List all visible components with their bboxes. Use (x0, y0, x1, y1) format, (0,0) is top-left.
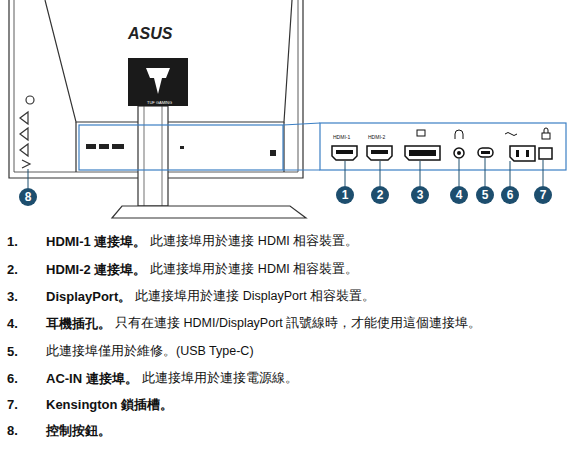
callout-number: 3 (411, 186, 429, 204)
port-name: HDMI-2 (368, 135, 385, 141)
item-description: 只有在連接 HDMI/DisplayPort 訊號線時，才能使用這個連接埠。 (115, 317, 481, 331)
item-title: 控制按鈕。 (46, 424, 111, 438)
callout-number: 4 (450, 186, 468, 204)
callout-number: 8 (19, 188, 37, 206)
brand-logo: ASUS (128, 25, 172, 43)
item-number: 6. (7, 372, 18, 386)
item-title: HDMI-2 連接埠。 (46, 263, 146, 277)
item-title: 耳機插孔。 (46, 317, 111, 331)
item-description: 此連接埠用於連接電源線。 (142, 372, 298, 386)
callout-text: 7 (540, 189, 547, 201)
item-description: 此連接埠用於連接 DisplayPort 相容裝置。 (135, 290, 375, 304)
item-description: 此連接埠用於連接 HDMI 相容裝置。 (150, 235, 358, 249)
item-description: 此連接埠僅用於維修。(USB Type-C) (46, 345, 254, 359)
item-number: 1. (7, 235, 18, 249)
callout-text: 1 (342, 189, 349, 201)
item-title: DisplayPort。 (46, 290, 131, 304)
callout-text: 4 (456, 189, 463, 201)
callout-number: 7 (534, 186, 552, 204)
item-number: 5. (7, 345, 18, 359)
item-number: 8. (7, 424, 18, 438)
item-title: AC-IN 連接埠。 (46, 372, 138, 386)
callout-number: 2 (371, 186, 389, 204)
logo-text: TUF GAMING (147, 101, 172, 105)
callout-text: 3 (417, 189, 424, 201)
item-number: 3. (7, 290, 18, 304)
callout-number: 6 (501, 186, 519, 204)
callout-number: 5 (476, 186, 494, 204)
item-description: 此連接埠用於連接 HDMI 相容裝置。 (150, 263, 358, 277)
item-title: Kensington 鎖插槽。 (46, 398, 173, 412)
callout-text: 2 (377, 189, 384, 201)
callout-text: 8 (25, 191, 32, 203)
item-number: 2. (7, 263, 18, 277)
item-title: HDMI-1 連接埠。 (46, 235, 146, 249)
callout-number: 1 (336, 186, 354, 204)
port-name: HDMI-1 (333, 135, 350, 141)
item-number: 4. (7, 317, 18, 331)
callout-text: 6 (507, 189, 514, 201)
item-number: 7. (7, 398, 18, 412)
callout-text: 5 (482, 189, 489, 201)
